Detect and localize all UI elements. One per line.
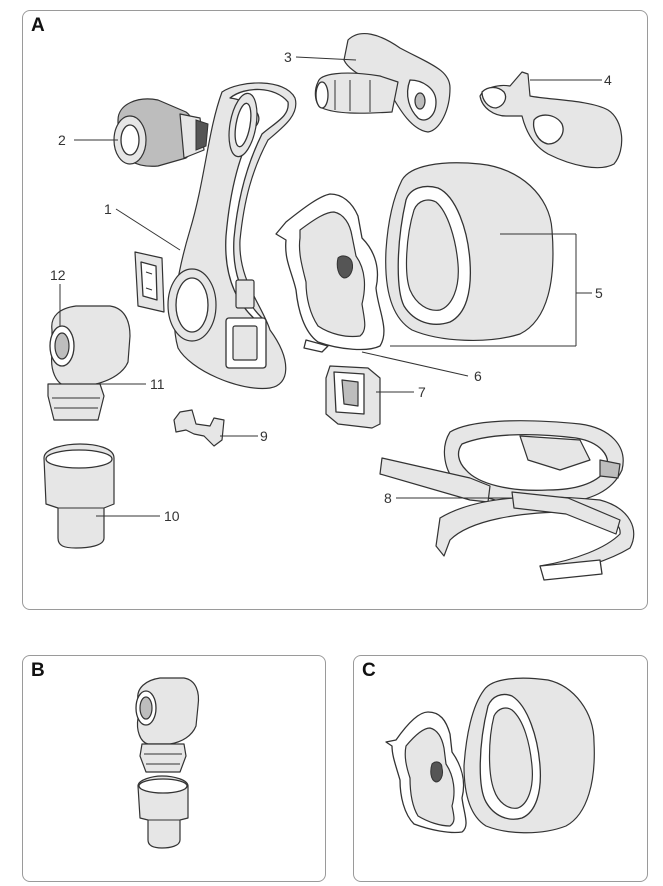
forehead-pad-part <box>479 71 623 169</box>
swivel-part <box>43 443 115 549</box>
forehead-support-part <box>314 32 451 133</box>
panel-c-cushion <box>463 677 595 834</box>
callout-10: 10 <box>164 508 180 524</box>
mask-frame-part <box>167 82 297 390</box>
callout-7: 7 <box>418 384 426 400</box>
callout-lines <box>59 56 602 517</box>
small-clip-part <box>173 409 225 447</box>
panel-c-label: C <box>362 660 376 681</box>
callout-9: 9 <box>260 428 268 444</box>
panel-c-cushion-clip <box>385 711 467 834</box>
panel-b-label: B <box>31 660 45 681</box>
elbow-part <box>47 305 131 421</box>
callout-6: 6 <box>474 368 482 384</box>
callout-11: 11 <box>150 376 165 392</box>
panel-a-label: A <box>31 15 45 36</box>
side-clip-part <box>134 251 165 313</box>
headgear-clip-part <box>325 365 381 429</box>
headgear-part <box>379 420 635 581</box>
callout-3: 3 <box>284 49 292 65</box>
callout-1: 1 <box>104 201 112 217</box>
panel-b-elbow <box>135 677 200 773</box>
exhalation-valve-part <box>113 98 209 167</box>
callout-8: 8 <box>384 490 392 506</box>
callout-2: 2 <box>58 132 66 148</box>
callout-4: 4 <box>604 72 612 88</box>
callout-5: 5 <box>595 285 603 301</box>
cushion-part <box>385 162 554 341</box>
cushion-clip-part <box>275 193 385 353</box>
panel-b-swivel <box>137 775 189 849</box>
callout-12: 12 <box>50 267 66 283</box>
